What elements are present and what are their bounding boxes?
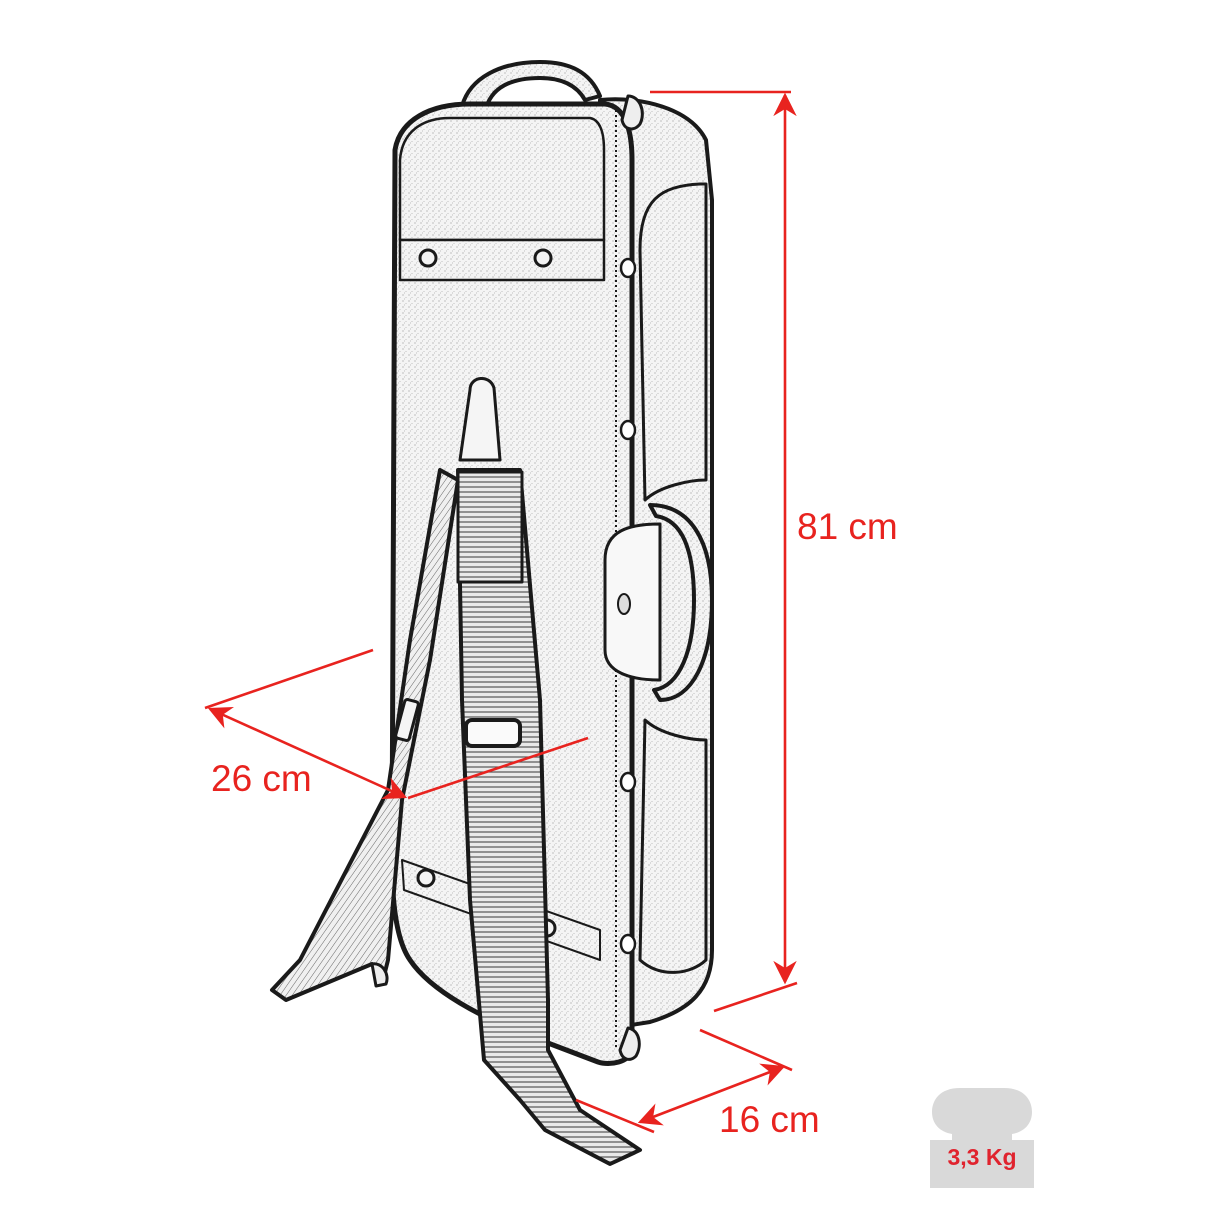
- length-label: 81 cm: [797, 506, 898, 547]
- side-pocket-upper: [638, 182, 708, 502]
- width-arrow: [207, 706, 408, 800]
- depth-arrow: [637, 1063, 786, 1126]
- weight-icon: [930, 1088, 1034, 1188]
- depth-label: 16 cm: [719, 1099, 820, 1140]
- depth-extension-left: [575, 1098, 655, 1134]
- length-extension-bottom: [713, 981, 798, 1013]
- side-handle: [648, 503, 714, 702]
- width-extension-bottom: [407, 736, 589, 800]
- dimension-lines: [204, 90, 798, 1134]
- strap-webbing: [456, 468, 642, 1166]
- rivet-icon: [416, 868, 436, 888]
- width-extension-top: [204, 648, 374, 710]
- strap-buckle: [464, 718, 522, 748]
- depth-extension-right: [699, 1028, 793, 1072]
- shoulder-pad: [456, 470, 524, 584]
- weight-badge: 3,3 Kg: [930, 1086, 1034, 1188]
- strap-clip-top: [458, 377, 502, 462]
- width-label: 26 cm: [211, 758, 312, 799]
- rivet-icon: [533, 248, 553, 268]
- top-handle: [460, 60, 602, 110]
- rivet-icon: [418, 248, 438, 268]
- side-pocket-lower: [638, 718, 708, 974]
- weight-label: 3,3 Kg: [947, 1144, 1017, 1170]
